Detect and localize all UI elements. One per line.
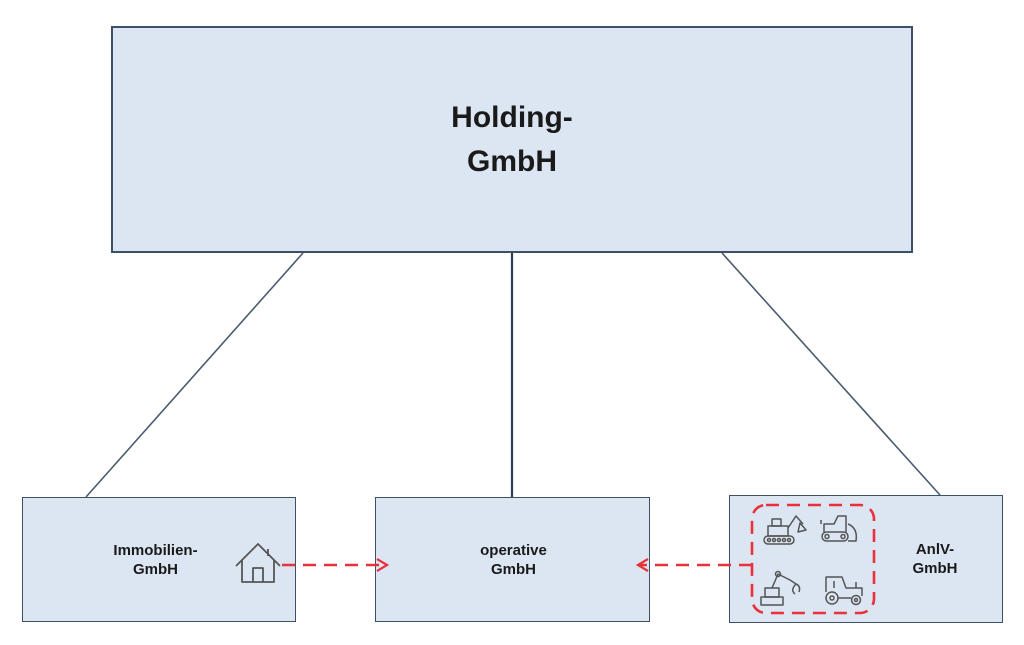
- immobilien-gmbh-box: Immobilien- GmbH: [22, 497, 296, 622]
- connector-holding-anlv: [721, 252, 941, 496]
- operative-gmbh-label: operative GmbH: [480, 542, 547, 578]
- immobilien-gmbh-label: Immobilien- GmbH: [113, 542, 198, 578]
- connector-holding-immobilien: [85, 252, 304, 498]
- holding-gmbh-box: Holding- GmbH: [111, 26, 913, 253]
- anlv-gmbh-label: AnlV- GmbH: [912, 541, 958, 577]
- anlv-gmbh-box: AnlV- GmbH: [729, 495, 1003, 623]
- operative-gmbh-box: operative GmbH: [375, 497, 650, 622]
- holding-gmbh-label: Holding- GmbH: [451, 101, 573, 178]
